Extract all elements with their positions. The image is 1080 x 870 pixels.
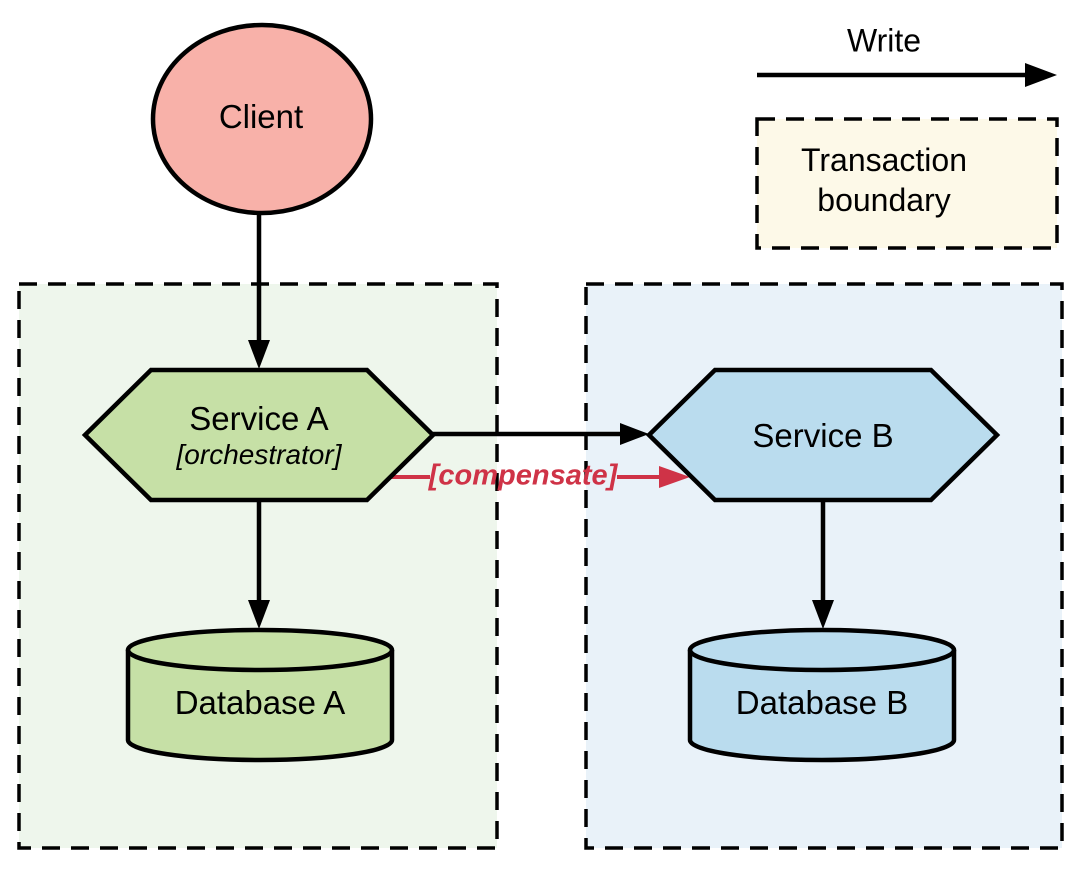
database-b-node	[687, 627, 957, 763]
service-a-node	[81, 367, 437, 503]
service-a-to-service-b-arrowhead	[620, 423, 649, 445]
database-a-node	[125, 627, 395, 763]
database-a-label: Database A	[174, 684, 346, 722]
service-a-to-database-a-arrowhead	[248, 600, 270, 629]
legend-write-arrowhead	[1025, 63, 1057, 87]
service-a-label: Service A	[189, 400, 329, 438]
client-to-service-a-arrowhead	[248, 340, 270, 369]
service-b-label: Service B	[752, 417, 894, 455]
legend-write-label: Write	[846, 22, 922, 59]
database-a-rim	[125, 649, 395, 673]
service-a-role-label: [orchestrator]	[176, 438, 342, 470]
legend-transaction-boundary-swatch	[755, 117, 1059, 250]
database-b-label: Database B	[735, 684, 909, 722]
compensate-edge-label: [compensate]	[428, 459, 618, 492]
service-b-node	[645, 367, 1001, 503]
compensate-arrowhead	[659, 466, 690, 488]
service-b-to-database-b-arrowhead	[812, 600, 834, 629]
database-b-rim	[687, 649, 957, 673]
legend-transaction-boundary-label: Transaction boundary	[801, 142, 967, 218]
client-node	[150, 22, 374, 216]
client-label: Client	[218, 98, 304, 136]
